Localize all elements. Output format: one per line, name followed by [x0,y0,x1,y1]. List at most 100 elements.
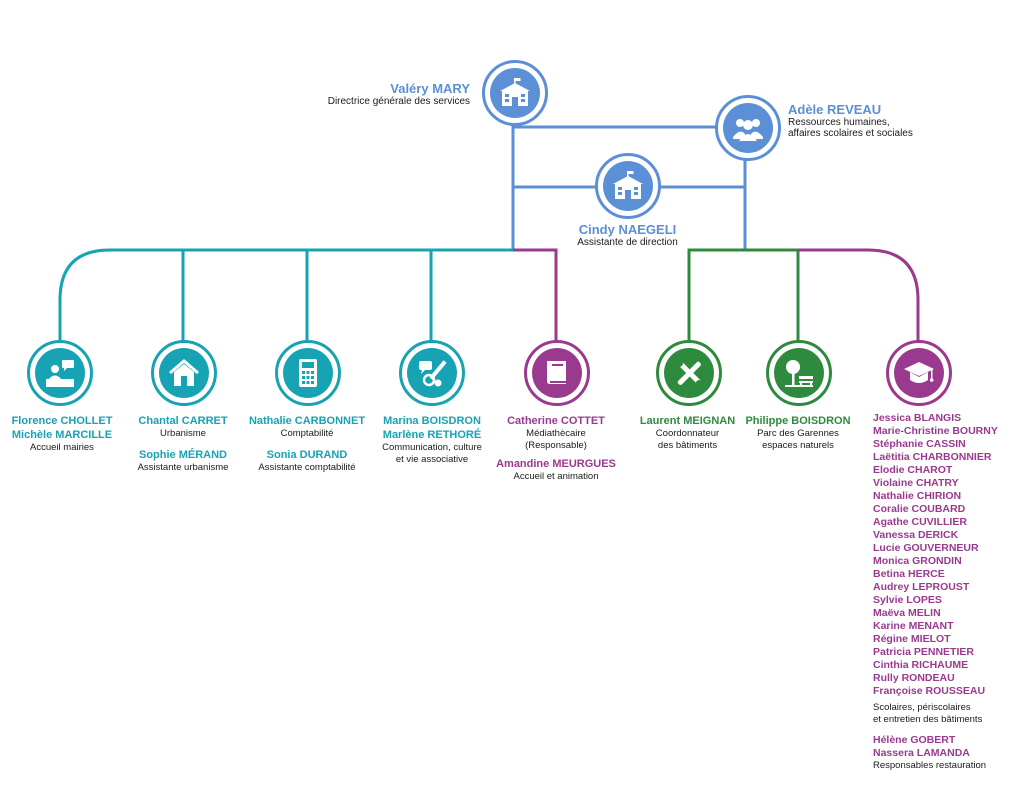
person-name: Audrey LEPROUST [873,581,970,593]
service-role: Comptabilité [280,428,334,439]
service-role: Coordonnateur [655,428,720,439]
person-name: Hélène GOBERT [873,734,956,746]
mary-name: Valéry MARY [390,81,470,96]
person-name: Sophie MÉRAND [139,449,227,461]
espaces-node [766,340,832,406]
person-name: Rully RONDEAU [873,672,955,684]
service-role: Responsables restauration [873,760,987,771]
person-name: Marlène RETHORÉ [382,429,482,441]
service-role: Parc des Garennes [757,428,839,439]
person-name: Laëtitia CHARBONNIER [873,451,992,463]
urbanisme-label: Chantal CARRET Urbanisme Sophie MÉRAND A… [118,414,248,474]
person-name: Karine MENANT [873,620,954,632]
service-role: Médiathècaire [526,428,586,439]
line-batiments [687,248,745,345]
person-name: Régine MIELOT [873,633,951,645]
scolaire-node [886,340,952,406]
person-name: Nathalie CARBONNET [248,415,366,427]
service-role: Scolaires, périscolaires [873,702,971,713]
person-name: Marina BOISDRON [383,415,481,427]
person-name: Marie-Christine BOURNY [873,425,998,437]
person-name: Florence CHOLLET [11,415,113,427]
person-name: Sylvie LOPES [873,594,942,606]
school-building-icon [500,78,530,106]
school-building-icon [613,171,643,199]
service-role: espaces naturels [762,440,834,451]
line-mediatheque [513,248,558,345]
compta-node [275,340,341,406]
mary-role: Directrice générale des services [327,96,470,107]
line-scolaire [798,248,920,345]
person-name: Françoise ROUSSEAU [873,685,986,697]
person-name: Elodie CHAROT [873,464,953,476]
person-name: Vanessa DERICK [873,529,959,541]
person-name: Jessica BLANGIS [873,412,962,424]
communication-node [399,340,465,406]
naegeli-label: Cindy NAEGELI Assistante de direction [545,222,710,248]
communication-label: Marina BOISDRON Marlène RETHORÉ Communic… [368,414,496,466]
person-name: Nathalie CHIRION [873,490,962,502]
mediatheque-node [524,340,590,406]
compta-label: Nathalie CARBONNET Comptabilité Sonia DU… [238,414,376,474]
service-role: Urbanisme [160,428,206,439]
people-group-icon [733,119,763,141]
person-name: Amandine MEURGUES [496,458,616,470]
person-name: Philippe BOISDRON [745,415,851,427]
person-name: Maëva MELIN [873,607,941,619]
person-name: Chantal CARRET [138,415,228,427]
reveau-role-1: Ressources humaines, [788,117,890,128]
naegeli-node [595,153,661,219]
person-name: Patricia PENNETIER [873,646,974,658]
calculator-icon [299,359,317,387]
graduation-cap-icon [904,362,934,383]
reveau-label: Adèle REVEAU Ressources humaines, affair… [788,102,913,139]
person-name: Michèle MARCILLE [11,429,113,441]
service-role: (Responsable) [525,440,587,451]
line-espaces [745,248,800,345]
reveau-role-2: affaires scolaires et sociales [788,128,913,139]
service-role: Accueil mairies [30,442,94,453]
naegeli-role: Assistante de direction [577,237,678,248]
service-role: des bâtiments [657,440,718,451]
house-icon [169,359,199,386]
reveau-name: Adèle REVEAU [788,102,882,117]
person-name: Violaine CHATRY [873,477,959,489]
person-name: Cinthia RICHAUME [873,659,969,671]
mediatheque-label: Catherine COTTET Médiathècaire (Responsa… [496,414,616,483]
batiments-node [656,340,722,406]
mary-node [482,60,548,126]
mary-label: Valéry MARY Directrice générale des serv… [300,81,470,107]
park-tree-bench-icon [785,360,813,387]
accueil-node [27,340,93,406]
person-name: Stéphanie CASSIN [873,438,966,450]
service-role: et vie associative [395,454,469,465]
person-name: Agathe CUVILLIER [873,516,967,528]
tools-wrench-icon [675,359,702,386]
person-name: Nassera LAMANDA [873,747,970,759]
person-name: Betina HERCE [873,568,945,580]
service-role: Accueil et animation [513,471,599,482]
batiments-label: Laurent MEIGNAN Coordonnateur des bâtime… [630,414,745,452]
reveau-node [715,95,781,161]
line-teal-branch [58,248,513,345]
naegeli-name: Cindy NAEGELI [578,222,677,237]
reception-desk-icon [46,360,74,387]
person-name: Sonia DURAND [266,449,348,461]
espaces-label: Philippe BOISDRON Parc des Garennes espa… [742,414,854,452]
creative-tools-icon [419,360,447,387]
service-role: Assistante urbanisme [137,462,229,473]
person-name: Coralie COUBARD [873,503,966,515]
accueil-label: Florence CHOLLET Michèle MARCILLE Accuei… [0,414,124,454]
urbanisme-node [151,340,217,406]
service-role: et entretien des bâtiments [873,714,983,725]
service-role: Communication, culture [382,442,482,453]
person-name: Catherine COTTET [507,415,605,427]
person-name: Laurent MEIGNAN [639,415,736,427]
book-icon [547,361,566,384]
person-name: Lucie GOUVERNEUR [873,542,979,554]
person-name: Monica GRONDIN [873,555,962,567]
service-role: Assistante comptabilité [258,462,356,473]
